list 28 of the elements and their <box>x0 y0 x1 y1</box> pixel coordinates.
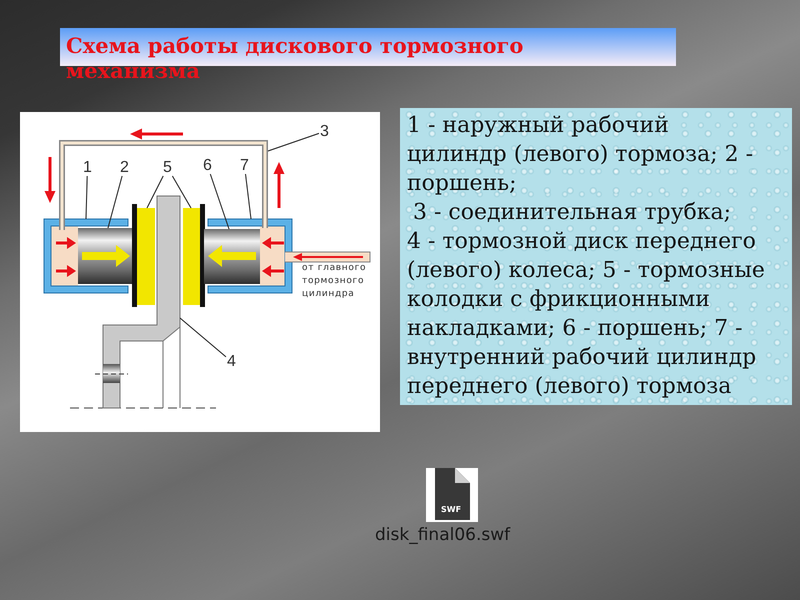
piston <box>204 229 260 284</box>
description-text: 1 - наружный рабочий цилиндр (левого) тормоза; 2 - поршень; <box>407 112 754 198</box>
callout-number: 3 <box>320 124 329 139</box>
piston <box>78 228 132 284</box>
brake-pad <box>132 204 155 307</box>
cylinder-housing <box>208 218 292 294</box>
description-text: 4 - тормозной диск переднего (левого) колеса; 5 - тормозные колодки с фрикционными накладками; 6 - поршень; 7 - внутренний рабочий цилиндр переднего (левого) тормоза <box>407 228 766 401</box>
callout-number: 7 <box>240 158 249 173</box>
leader-line <box>108 176 123 228</box>
callout-number: 4 <box>227 354 236 369</box>
callout-number: 1 <box>83 160 92 175</box>
annotation-text: от главного тормозного цилиндра <box>302 262 368 301</box>
leader-line <box>268 132 320 152</box>
connecting-tube <box>59 140 268 230</box>
leader-line <box>180 318 226 358</box>
file-type-text: SWF <box>441 505 462 514</box>
description-text: 3 - соединительная трубка; <box>412 199 732 227</box>
leader-line <box>86 176 88 220</box>
callout-number: 5 <box>163 160 172 175</box>
brake-pad <box>183 204 205 307</box>
leader-line <box>210 174 230 230</box>
cylinder-housing <box>44 218 128 294</box>
callout-number: 2 <box>120 160 129 175</box>
leader-line <box>172 176 192 208</box>
leader-line <box>146 176 164 208</box>
leader-line <box>245 174 252 220</box>
callout-number: 6 <box>203 158 212 173</box>
file-name: disk_final06.swf <box>375 525 510 545</box>
